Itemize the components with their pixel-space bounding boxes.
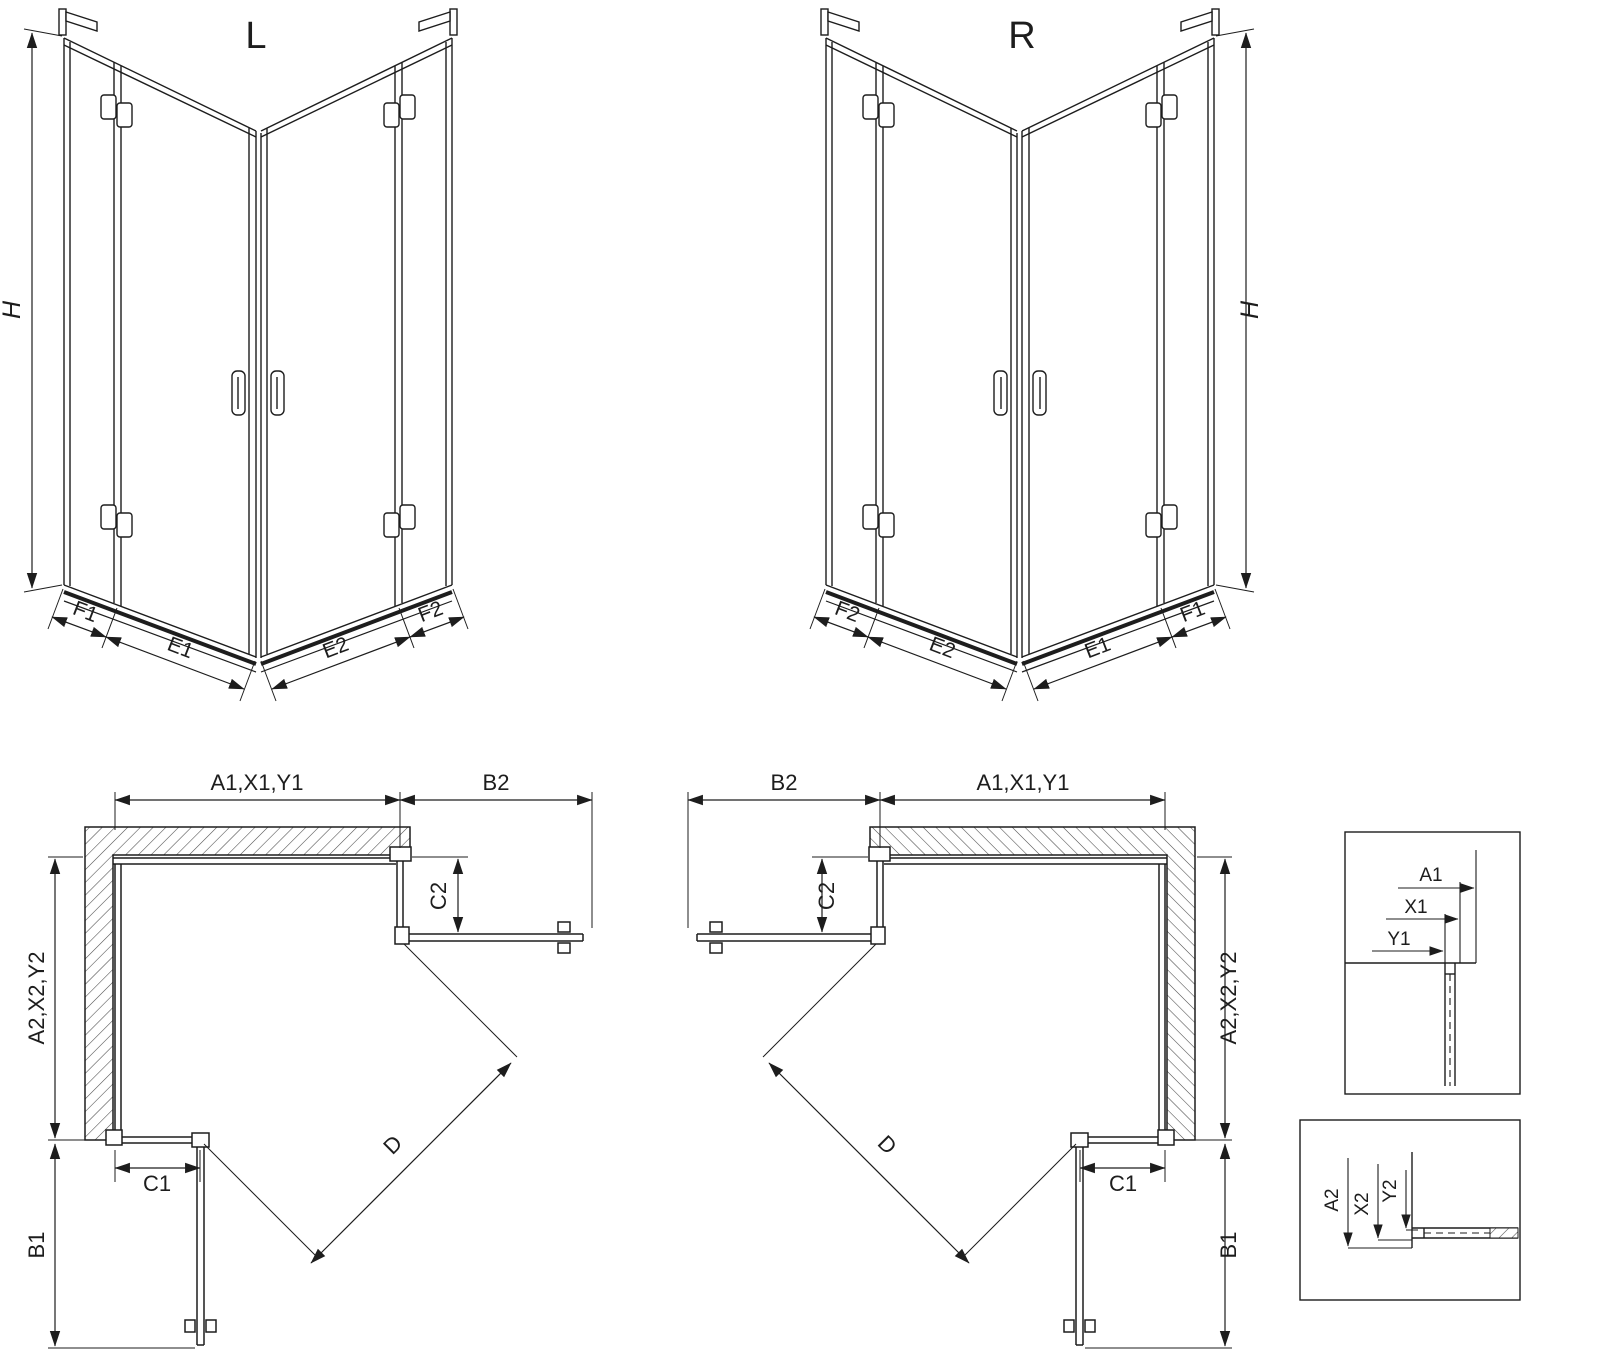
iso-view-left	[24, 9, 468, 701]
iso-left-dim-f1: F1	[70, 597, 101, 627]
iso-left-dim-f2: F2	[415, 597, 446, 627]
iso-right-dim-e1: E1	[1082, 633, 1114, 664]
plan-left-dim-a2x2y2: A2,X2,Y2	[24, 952, 49, 1045]
detail-bottom-dim-a2: A2	[1322, 1188, 1343, 1211]
detail-top-dim-x1: X1	[1404, 897, 1427, 918]
plan-left-dim-d: D	[378, 1130, 407, 1159]
iso-right-labels: R H F2 E2 E1 F1	[832, 15, 1264, 663]
detail-bottom-frame	[1299, 1119, 1521, 1301]
detail-top-dim-a1: A1	[1419, 865, 1442, 886]
plan-left-dim-a1x1y1: A1,X1,Y1	[211, 770, 304, 795]
iso-left-title: L	[245, 15, 266, 57]
detail-view-top	[1344, 831, 1521, 1095]
detail-top-dim-y1: Y1	[1387, 929, 1410, 950]
iso-left-labels: L H F1 E1 E2 F2	[0, 15, 446, 663]
plan-right-dim-a2x2y2: A2,X2,Y2	[1216, 952, 1241, 1045]
plan-view-left	[48, 792, 592, 1348]
iso-left-height-label: H	[0, 300, 26, 319]
iso-right-dim-f1: F1	[1177, 597, 1208, 627]
plan-right-dim-a1x1y1: A1,X1,Y1	[977, 770, 1070, 795]
plan-right-dim-b1: B1	[1216, 1232, 1241, 1259]
plan-left-dim-b2: B2	[483, 770, 510, 795]
plan-right-dim-c1: C1	[1109, 1171, 1137, 1196]
iso-right-height-label: H	[1236, 300, 1264, 319]
iso-right-dim-f2: F2	[832, 597, 863, 627]
plan-right-dim-b2: B2	[771, 770, 798, 795]
detail-bottom-dim-x2: X2	[1352, 1192, 1373, 1215]
plan-right-dim-d: D	[873, 1130, 902, 1159]
plan-left-dim-c2: C2	[426, 882, 451, 910]
iso-right-title: R	[1008, 15, 1035, 57]
plan-left-dim-c1: C1	[143, 1171, 171, 1196]
iso-right-dim-e2: E2	[926, 633, 958, 664]
iso-left-dim-e2: E2	[320, 633, 352, 664]
plan-left-labels: A1,X1,Y1 B2 C2 A2,X2,Y2 C1 B1 D	[24, 770, 509, 1258]
plan-left-dim-b1: B1	[24, 1232, 49, 1259]
iso-view-right	[810, 9, 1254, 701]
plan-view-right	[688, 792, 1232, 1348]
detail-view-bottom	[1299, 1119, 1521, 1301]
detail-labels: A1 X1 Y1 A2 X2 Y2	[1322, 865, 1443, 1216]
iso-left-dim-e1: E1	[164, 633, 196, 664]
detail-bottom-dim-y2: Y2	[1380, 1179, 1401, 1202]
plan-right-dim-c2: C2	[814, 882, 839, 910]
